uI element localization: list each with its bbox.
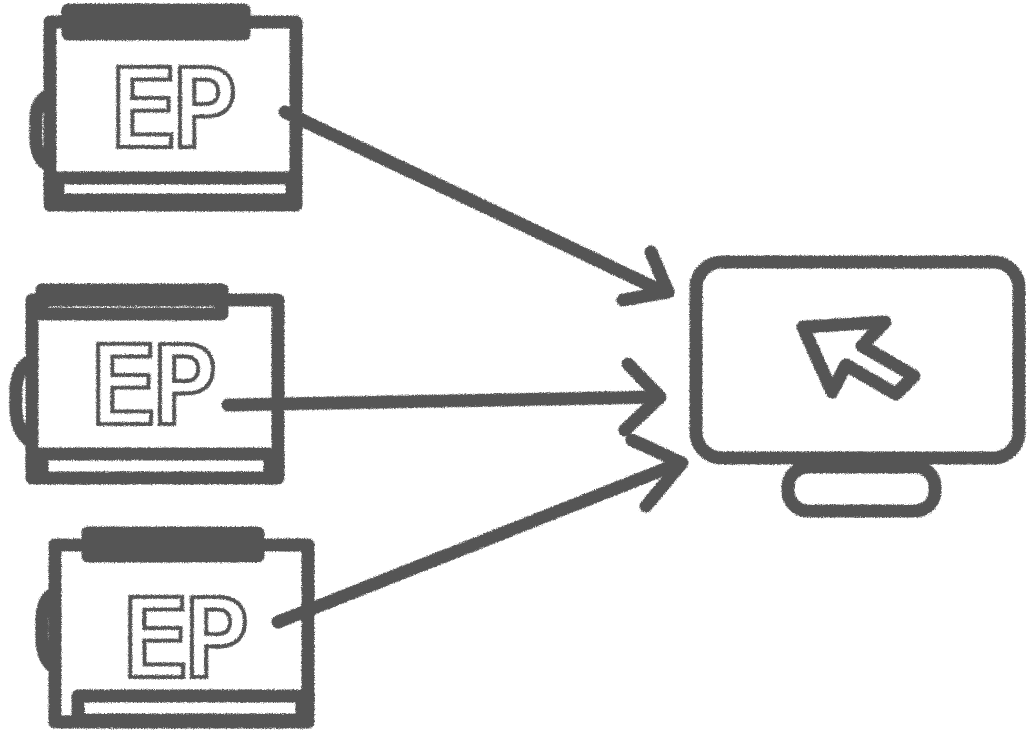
monitor bbox=[689, 255, 1026, 518]
ep-device-label: EP bbox=[110, 48, 232, 170]
arrow-1 bbox=[278, 105, 675, 307]
ep-device-label: EP bbox=[90, 325, 212, 447]
arrow-3 bbox=[271, 433, 689, 629]
ep-device-3: EP bbox=[35, 526, 315, 729]
ep-device-icon bbox=[29, 3, 303, 212]
ep-device-2: EP bbox=[9, 283, 285, 485]
ep-device-label: EP bbox=[122, 578, 244, 700]
arrow-2 bbox=[221, 357, 667, 437]
ep-device-icon bbox=[9, 283, 285, 485]
cursor-arrow-icon bbox=[796, 315, 921, 401]
ep-device-1: EP bbox=[29, 3, 303, 212]
ep-device-icon bbox=[35, 526, 315, 729]
monitor-icon bbox=[689, 255, 1026, 518]
